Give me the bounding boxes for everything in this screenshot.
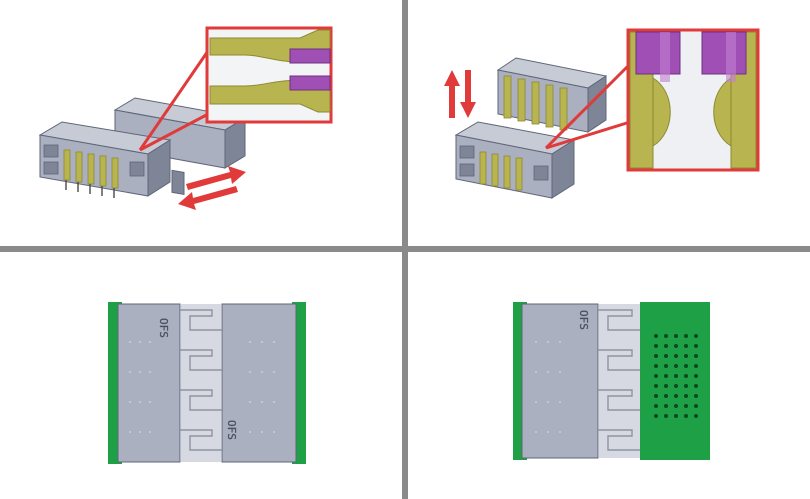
pcb-pad: [674, 334, 678, 338]
panel-isometric-vertical-mate: [408, 0, 810, 246]
pcb-pad: [654, 334, 658, 338]
lower-connector: [454, 121, 576, 199]
pcb-pad: [664, 354, 668, 358]
dot-grid-left: [129, 341, 151, 433]
pcb-pad: [694, 404, 698, 408]
pcb-pad: [664, 394, 668, 398]
pcb-pad: [694, 354, 698, 358]
pcb-pad: [674, 414, 678, 418]
pcb-pad: [694, 384, 698, 388]
pcb-pad: [694, 334, 698, 338]
horizontal-divider: [0, 246, 810, 252]
pcb-pad: [674, 374, 678, 378]
right-housing-top: [221, 303, 297, 463]
pin-marking-label: OFS: [577, 310, 590, 330]
pcb-pad: [654, 374, 658, 378]
pcb-pad: [654, 364, 658, 368]
pcb-pad: [674, 394, 678, 398]
pcb-pad: [654, 384, 658, 388]
panel-top-view-pcb-footprint: OFS: [408, 252, 810, 499]
pin-marking: OFS: [577, 310, 590, 330]
pin-marking-top: OFS: [157, 318, 170, 338]
pcb-pad: [694, 364, 698, 368]
pcb-pad: [654, 414, 658, 418]
pcb-pad: [674, 354, 678, 358]
left-housing-top: [117, 303, 181, 463]
pcb-pad: [684, 414, 688, 418]
slide-direction-arrows: [178, 166, 246, 210]
pcb-pad: [654, 344, 658, 348]
pin-marking-bottom: OFS: [225, 420, 238, 440]
pcb-pad: [654, 354, 658, 358]
pcb-pad: [674, 344, 678, 348]
vertical-direction-arrows: [444, 70, 476, 118]
dot-grid: [535, 341, 561, 433]
pcb-pad: [694, 344, 698, 348]
pcb-pad: [654, 404, 658, 408]
pcb-pad: [684, 404, 688, 408]
pcb-pad: [664, 344, 668, 348]
pcb-pad: [674, 404, 678, 408]
pcb-pad: [684, 344, 688, 348]
zoom-callout-box: [626, 28, 760, 172]
panel-top-view-mated: OFS OFS: [0, 252, 402, 499]
pcb-pad: [684, 334, 688, 338]
pcb-pad: [694, 374, 698, 378]
pcb-pad: [684, 374, 688, 378]
plug-housing: [38, 121, 172, 198]
upper-connector: [496, 57, 608, 133]
dot-grid-right: [249, 341, 275, 433]
pcb-pad: [664, 404, 668, 408]
panel-isometric-slide-mate: [0, 0, 402, 246]
pcb-pad: [664, 334, 668, 338]
zoom-callout-lines: [544, 62, 632, 150]
pcb-pad: [674, 384, 678, 388]
pcb-pad: [694, 394, 698, 398]
pin-marking-labels: OFS OFS: [157, 318, 238, 440]
pcb-pad: [684, 384, 688, 388]
pcb-pad: [684, 364, 688, 368]
pcb-footprint: [640, 302, 710, 460]
pcb-pad: [684, 394, 688, 398]
pcb-pad: [664, 374, 668, 378]
pcb-pad: [654, 394, 658, 398]
zoom-callout-box: [205, 26, 333, 124]
pcb-pad: [664, 384, 668, 388]
zoom-callout-lines: [138, 47, 213, 152]
pad-array: [654, 334, 698, 418]
pcb-pad: [694, 414, 698, 418]
pcb-pad: [674, 364, 678, 368]
pcb-pad: [684, 354, 688, 358]
pcb-pad: [664, 364, 668, 368]
pcb-pad: [664, 414, 668, 418]
